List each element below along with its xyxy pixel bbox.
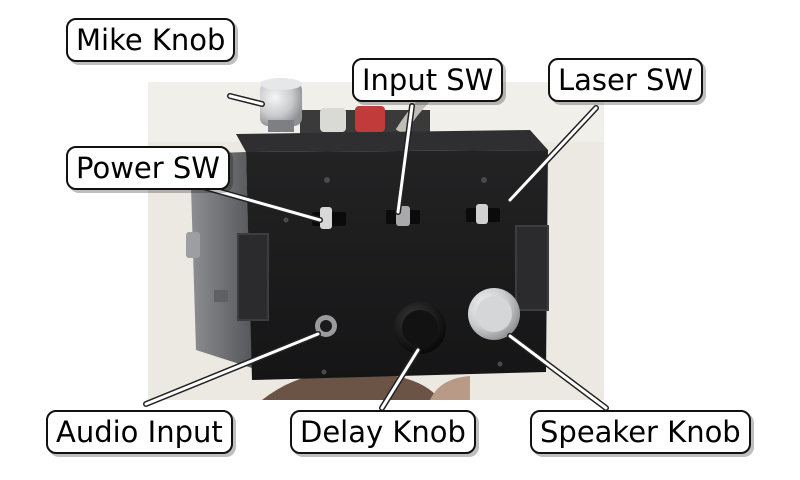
delay-knob (394, 302, 446, 354)
input-sw-label: Input SW (352, 58, 504, 102)
mike-knob-label: Mike Knob (66, 18, 236, 62)
power-sw-label: Power SW (66, 146, 230, 190)
laser-sw-label: Laser SW (548, 58, 704, 102)
hand (262, 371, 440, 400)
speaker-knob-label: Speaker Knob (530, 410, 751, 454)
audio-input-jack (315, 315, 337, 337)
mike-knob (260, 82, 302, 126)
speaker-knob (468, 288, 520, 340)
right-bracket (515, 225, 549, 311)
left-bracket (237, 233, 269, 321)
audio-input-label: Audio Input (46, 410, 233, 454)
box-left-side (190, 152, 252, 368)
delay-knob-label: Delay Knob (290, 410, 476, 454)
laser-switch (466, 204, 500, 224)
